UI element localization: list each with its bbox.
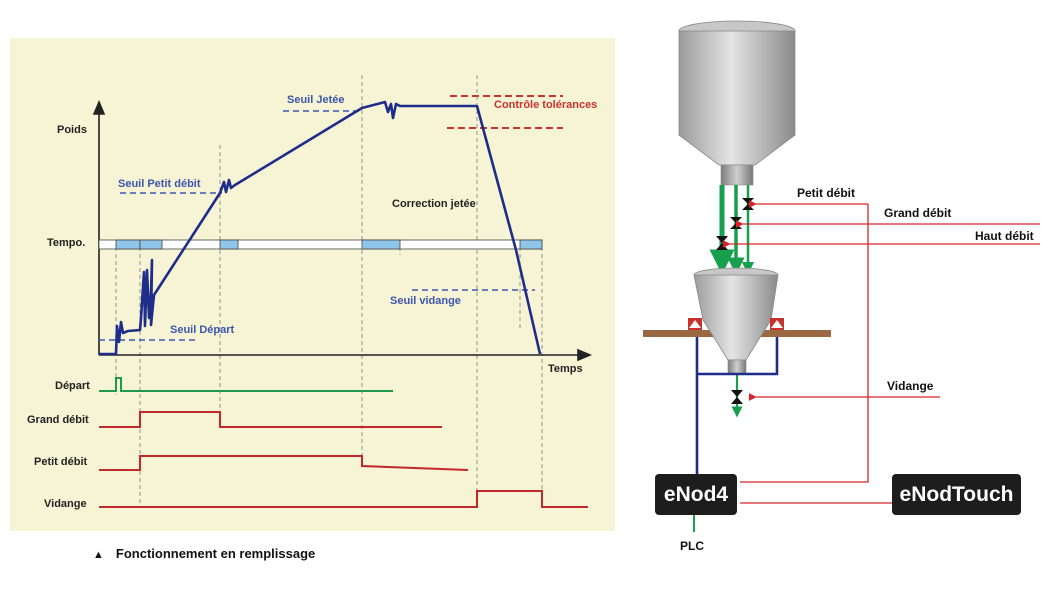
valve-label-petit-debit: Petit débit <box>797 186 855 200</box>
valve-label-grand-debit: Grand débit <box>884 206 951 220</box>
controle-tolerances-label: Contrôle tolérances <box>494 99 597 111</box>
signal-label-depart: Départ <box>55 380 90 392</box>
triangle-marker-icon: ▲ <box>93 549 104 561</box>
hopper <box>678 20 796 186</box>
signal-vidange <box>99 490 588 508</box>
signal-label-petit-debit: Petit débit <box>34 456 88 468</box>
valve-icon <box>731 390 743 404</box>
footnote-text: Fonctionnement en remplissage <box>115 546 316 561</box>
threshold-jetee: Seuil Jetée <box>287 94 344 106</box>
threshold-depart: Seuil Départ <box>170 324 235 336</box>
plc-label: PLC <box>680 539 704 553</box>
tolerance-lines <box>447 95 563 129</box>
threshold-vidange: Seuil vidange <box>390 295 461 307</box>
x-axis-label: Temps <box>548 363 583 375</box>
signal-cables <box>695 337 779 474</box>
command-arrows <box>722 200 1040 504</box>
enod4-label: eNod4 <box>663 482 729 506</box>
axes <box>92 99 593 362</box>
valve-label-haut-debit: Haut débit <box>975 229 1034 243</box>
chart-panel <box>10 38 615 531</box>
weight-curve <box>99 100 542 356</box>
correction-jetee-label: Correction jetée <box>392 198 476 210</box>
signal-label-vidange: Vidange <box>44 498 87 510</box>
signal-rows: Départ Grand débit Petit débit Vidange <box>27 377 588 510</box>
tempo-label: Tempo. <box>47 237 85 249</box>
tempo-segments <box>115 239 543 250</box>
valve-label-vidange: Vidange <box>887 379 934 393</box>
enodtouch-controller[interactable]: eNodTouch <box>892 474 1021 515</box>
enod4-controller[interactable]: eNod4 <box>655 474 737 515</box>
signal-grand-debit <box>99 411 442 428</box>
signal-petit-debit <box>99 455 469 471</box>
y-axis-label: Poids <box>57 124 87 136</box>
enodtouch-label: eNodTouch <box>899 482 1014 506</box>
signal-depart <box>99 377 393 392</box>
threshold-lines <box>99 110 535 341</box>
signal-label-grand-debit: Grand débit <box>27 414 89 426</box>
footnote: ▲ Fonctionnement en remplissage <box>93 546 315 561</box>
tempo-bar <box>98 239 543 250</box>
weigh-hopper <box>643 267 831 375</box>
load-cell-icon <box>688 318 784 330</box>
threshold-petit-debit: Seuil Petit débit <box>118 178 201 190</box>
